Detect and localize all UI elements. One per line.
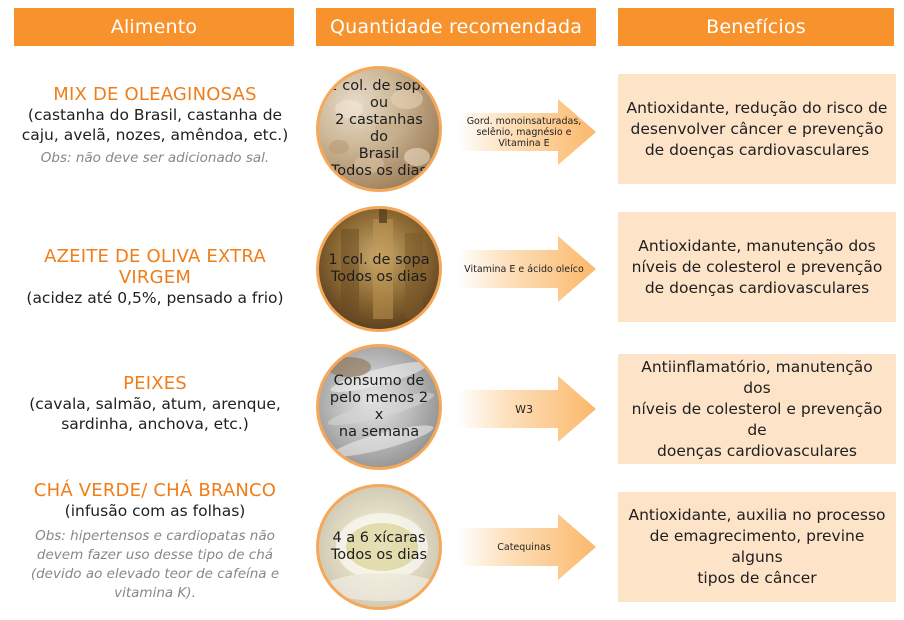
benefit-line: de emagrecimento, previne alguns — [649, 527, 865, 566]
food-desc-line: (cavala, salmão, atum, arenque, — [29, 395, 281, 413]
benefit-line: Antiinflamatório, manutenção dos — [641, 357, 873, 397]
food-desc-line: sardinha, anchova, etc.) — [61, 415, 249, 433]
nutrient-arrow: W3 — [458, 376, 598, 442]
nutrient-arrow: Catequinas — [458, 514, 598, 580]
benefit-line: desenvolver câncer e prevenção — [630, 119, 884, 138]
food-obs: Obs: hipertensos e cardiopatas não devem… — [30, 528, 280, 601]
food-tea: CHÁ VERDE/ CHÁ BRANCO (infusão com as fo… — [10, 480, 300, 603]
cup-texture-icon — [326, 513, 438, 601]
benefit-line: Antioxidante, redução do risco de — [626, 98, 888, 117]
benefit-line: níveis de colesterol e prevenção de — [631, 399, 883, 439]
food-name: CHÁ VERDE/ CHÁ BRANCO — [33, 480, 277, 501]
arrow-right-icon — [458, 99, 596, 165]
food-fish: PEIXES (cavala, salmão, atum, arenque, s… — [10, 373, 300, 434]
food-desc-line: (infusão com as folhas) — [64, 502, 246, 520]
nutrient-label: Gord. monoinsaturadas, selênio, magnésio… — [466, 115, 582, 149]
benefit-box: Antioxidante, redução do risco de desenv… — [618, 74, 896, 184]
arrow-right-icon — [458, 376, 596, 442]
nutrient-arrow: Gord. monoinsaturadas, selênio, magnésio… — [458, 99, 598, 165]
arrow-right-icon — [458, 514, 596, 580]
benefit-box: Antioxidante, manutenção dos níveis de c… — [618, 212, 896, 322]
benefit-line: níveis de colesterol e prevenção — [631, 257, 883, 276]
benefit-line: doenças cardiovasculares — [657, 441, 857, 460]
olive-oil-photo-icon: 1 col. de sopa Todos os dias — [316, 206, 442, 332]
benefit-line: Antioxidante, manutenção dos — [638, 236, 876, 255]
quantity-text: 1 col. de sopa Todos os dias — [328, 252, 430, 285]
benefit-line: de doenças cardiovasculares — [644, 140, 870, 159]
sardines-photo-icon: Consumo de pelo menos 2 x na semana — [316, 344, 442, 470]
food-name: PEIXES — [123, 373, 187, 394]
tea-cup-photo-icon: 4 a 6 xícaras Todos os dias — [316, 484, 442, 610]
benefit-line: Antioxidante, auxilia no processo — [628, 506, 886, 524]
nutrient-arrow: Vitamina E e ácido oleíco — [458, 236, 598, 302]
header-food: Alimento — [14, 8, 294, 46]
nuts-photo-icon: 2 col. de sopa ou 2 castanhas do Brasil … — [316, 66, 442, 192]
nutrient-label: Vitamina E e ácido oleíco — [464, 263, 584, 275]
quantity-text: Consumo de pelo menos 2 x na semana — [329, 373, 429, 440]
benefit-box: Antioxidante, auxilia no processo de ema… — [618, 492, 896, 602]
bottles-texture-icon — [341, 209, 423, 319]
nutrient-label: Catequinas — [497, 541, 551, 553]
arrow-right-icon — [458, 236, 596, 302]
food-nuts: MIX DE OLEAGINOSAS (castanha do Brasil, … — [10, 84, 300, 168]
nutrient-label: W3 — [515, 402, 533, 416]
header-benefits: Benefícios — [618, 8, 894, 46]
quantity-text: 4 a 6 xícaras Todos os dias — [330, 530, 428, 563]
quantity-text: 2 col. de sopa ou 2 castanhas do Brasil … — [328, 78, 430, 179]
benefit-line: de doenças cardiovasculares — [644, 278, 870, 297]
food-name: MIX DE OLEAGINOSAS — [53, 84, 257, 105]
food-desc-line: caju, avelã, nozes, amêndoa, etc.) — [21, 126, 289, 144]
header-quantity: Quantidade recomendada — [316, 8, 596, 46]
nuts-texture-icon — [329, 89, 430, 173]
food-desc-line: (acidez até 0,5%, pensado a frio) — [26, 289, 284, 307]
food-obs: Obs: não deve ser adicionado sal. — [40, 150, 270, 166]
food-olive-oil: AZEITE DE OLIVA EXTRA VIRGEM (acidez até… — [10, 246, 300, 308]
food-desc-line: (castanha do Brasil, castanha de — [27, 106, 283, 124]
fish-texture-icon — [327, 357, 435, 457]
food-name: AZEITE DE OLIVA EXTRA VIRGEM — [44, 246, 266, 288]
benefit-line: tipos de câncer — [697, 569, 817, 587]
benefit-box: Antiinflamatório, manutenção dos níveis … — [618, 354, 896, 464]
